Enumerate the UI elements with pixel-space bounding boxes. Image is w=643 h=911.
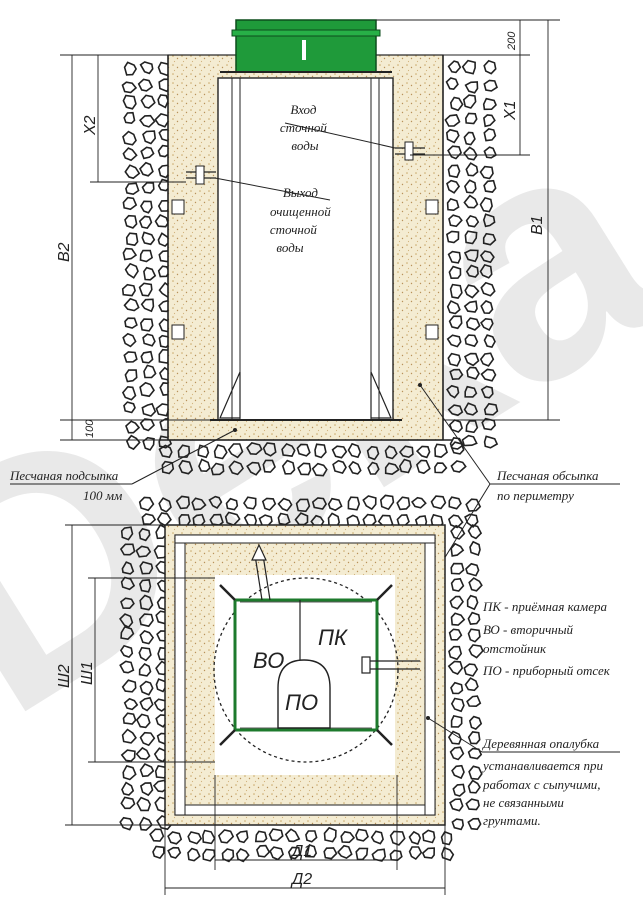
sand-fill-callout: Песчаная обсыпка по периметру	[418, 383, 620, 592]
formwork-label-4: не связанными	[483, 795, 564, 810]
sand-fill-label-2: по периметру	[497, 488, 574, 503]
outlet-label-4: воды	[276, 240, 303, 255]
formwork-label-3: работах с сыпучими,	[482, 777, 601, 792]
outlet-label-1: Выход	[283, 185, 319, 200]
section-view: Вход сточной воды Выход очищенной сточно…	[56, 19, 560, 477]
formwork-label-5: грунтами.	[483, 813, 541, 828]
legend-line-3: отстойник	[483, 641, 547, 656]
inlet-pipe	[395, 141, 425, 161]
dim-d2: Д2	[290, 871, 312, 888]
tank-body	[217, 77, 394, 421]
dim-200: 200	[506, 31, 518, 51]
dim-x1: X1	[502, 100, 519, 121]
formwork-label-1: Деревянная опалубка	[481, 736, 600, 751]
plan-view: ПК ВО ПО Ш1 Ш2	[56, 494, 484, 895]
device-compartment	[277, 659, 331, 729]
dim-sh2: Ш2	[56, 664, 73, 688]
dim-sh1: Ш1	[79, 661, 96, 685]
legend-line-1: ПК - приёмная камера	[482, 599, 607, 614]
plan-inlet-pipe	[361, 656, 420, 674]
chamber-pk: ПК	[318, 625, 348, 650]
outlet-pipe	[186, 165, 216, 185]
legend: ПК - приёмная камера ВО - вторичный отст…	[482, 599, 611, 678]
inlet-label-1: Вход	[290, 102, 317, 117]
formwork-callout: Деревянная опалубка устанавливается при …	[426, 716, 620, 828]
dim-b2: B2	[56, 242, 73, 262]
soil-bottom	[158, 441, 467, 477]
dim-100: 100	[84, 419, 96, 438]
chamber-po: ПО	[285, 690, 318, 715]
formwork-label-2: устанавливается при	[481, 758, 603, 773]
outlet-label-2: очищенной	[270, 204, 331, 219]
chamber-vo: ВО	[253, 648, 284, 673]
legend-line-4: ПО - приборный отсек	[482, 663, 611, 678]
soil-right	[444, 59, 499, 450]
dim-d1: Д1	[290, 843, 312, 860]
outlet-label-3: сточной	[270, 222, 317, 237]
dim-b1: B1	[529, 215, 546, 235]
sand-base-label-1: Песчаная подсыпка	[9, 468, 119, 483]
plan-outlet-pipe	[251, 543, 271, 601]
svg-text:Вход сточной воды: Вход сточной воды	[280, 102, 330, 153]
dim-x2: X2	[82, 115, 99, 136]
soil-plan	[119, 494, 484, 863]
sand-fill-label-1: Песчаная обсыпка	[496, 468, 599, 483]
svg-text:Выход очищенной ст: Выход очищенной сточной воды	[270, 185, 334, 255]
sand-base-label-2: 100 мм	[83, 488, 122, 503]
inlet-label-2: сточной	[280, 120, 327, 135]
legend-line-2: ВО - вторичный	[483, 622, 574, 637]
inlet-label-3: воды	[291, 138, 318, 153]
sand-base-callout: Песчаная подсыпка 100 мм	[9, 428, 237, 503]
